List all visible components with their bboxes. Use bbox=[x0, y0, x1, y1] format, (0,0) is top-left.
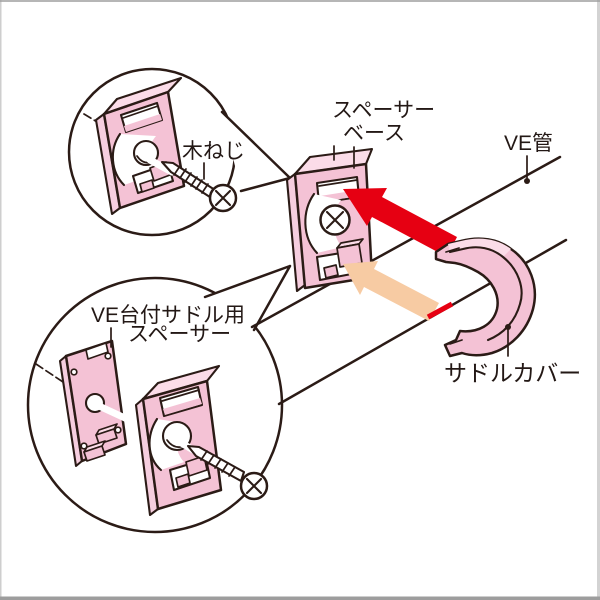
saddle-cover-top-face bbox=[448, 238, 511, 257]
label-base: ベース bbox=[343, 122, 405, 145]
mount-hole bbox=[104, 352, 112, 360]
mount-hole bbox=[80, 442, 88, 450]
leader-dot bbox=[505, 324, 511, 330]
callout-bubble-saddle-spacer: VE台付サドル用 スペーサー bbox=[26, 264, 292, 534]
screw-threads bbox=[173, 165, 209, 194]
screw-shaft bbox=[186, 444, 246, 483]
bottom-claw-small bbox=[323, 264, 339, 279]
callout-bubble-wood-screw: 木ねじ bbox=[67, 67, 292, 237]
callout-tail bbox=[205, 266, 290, 330]
callout-tail bbox=[222, 112, 290, 191]
screw-threads bbox=[200, 450, 236, 477]
phillips-cross-icon bbox=[245, 477, 263, 495]
leader-spacer-base bbox=[333, 145, 355, 169]
label-ve-pipe: VE管 bbox=[504, 132, 553, 155]
label-spacer: スペーサー bbox=[332, 99, 435, 122]
plate-top-slot bbox=[85, 342, 109, 360]
label-saddle-cover: サドルカバー bbox=[444, 360, 581, 386]
top-slot-inner bbox=[124, 114, 162, 132]
foot-steps bbox=[445, 247, 463, 345]
phillips-cross-icon bbox=[325, 210, 345, 230]
hook-tab bbox=[95, 428, 118, 445]
saddle-cover bbox=[434, 237, 537, 358]
axis-dash-line bbox=[35, 363, 64, 383]
label-wood-screw: 木ねじ bbox=[182, 140, 245, 163]
bottom-claw-small bbox=[175, 473, 191, 488]
alignment-axis-gap bbox=[95, 402, 144, 429]
arrow-sliver bbox=[426, 301, 454, 320]
mount-hole bbox=[114, 426, 122, 434]
insert-arrow-secondary bbox=[343, 261, 439, 321]
insert-arrow-primary bbox=[343, 188, 457, 257]
label-saddle-spacer-line2: スペーサー bbox=[128, 323, 231, 346]
mount-hole bbox=[70, 368, 78, 376]
wood-screw bbox=[174, 437, 269, 501]
pipe-top-edge bbox=[250, 155, 562, 329]
label-saddle-spacer-line1: VE台付サドル用 bbox=[91, 304, 245, 327]
spacer-plate bbox=[58, 339, 128, 468]
saddle-cover-body bbox=[434, 237, 537, 358]
wood-screw bbox=[146, 156, 238, 213]
leader-dot bbox=[524, 178, 530, 184]
phillips-cross-icon bbox=[214, 189, 232, 207]
bottom-claw-small bbox=[139, 179, 155, 193]
top-slot-inner bbox=[163, 398, 202, 415]
spacer-block-magnified bbox=[94, 76, 186, 216]
hook-tab bbox=[83, 445, 106, 462]
labels: スペーサー ベース VE管 サドルカバー bbox=[332, 99, 581, 386]
